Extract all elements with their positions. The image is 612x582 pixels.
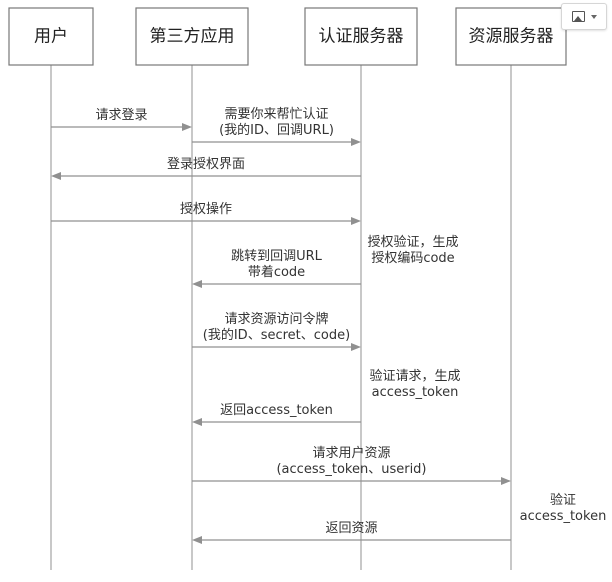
actor-box bbox=[8, 7, 94, 66]
arrowhead-icon bbox=[192, 280, 202, 288]
message-arrow: 授权操作 bbox=[51, 201, 361, 225]
actor-app: 第三方应用 bbox=[135, 7, 249, 66]
actor-user: 用户 bbox=[8, 7, 94, 66]
actor-box bbox=[135, 7, 249, 66]
actor-box bbox=[304, 7, 418, 66]
note-text: 授权编码code bbox=[371, 250, 454, 266]
actor-label: 用户 bbox=[34, 27, 68, 47]
actor-label: 资源服务器 bbox=[469, 27, 554, 47]
message-arrow: 请求登录 bbox=[51, 108, 192, 131]
message-arrow: 需要你来帮忙认证(我的ID、回调URL) bbox=[192, 107, 361, 146]
message-label: 返回access_token bbox=[220, 403, 333, 418]
note-text: access_token bbox=[372, 385, 459, 400]
message-arrow: 返回资源 bbox=[192, 521, 511, 544]
message-label: 请求登录 bbox=[95, 108, 147, 123]
message-label: (access_token、userid) bbox=[276, 462, 426, 477]
note-text: 验证 bbox=[550, 492, 576, 508]
actor-resource: 资源服务器 bbox=[455, 7, 567, 66]
message-label: 授权操作 bbox=[180, 201, 232, 217]
message-label: (我的ID、回调URL) bbox=[219, 122, 334, 138]
message-label: 带着code bbox=[248, 264, 305, 280]
note-text: access_token bbox=[520, 509, 607, 524]
arrowhead-icon bbox=[501, 477, 511, 485]
note-text: 授权验证，生成 bbox=[367, 234, 458, 250]
arrowhead-icon bbox=[182, 123, 192, 131]
note-text: 验证请求，生成 bbox=[369, 368, 460, 384]
actor-label: 第三方应用 bbox=[150, 27, 235, 47]
message-label: 请求用户资源 bbox=[312, 445, 390, 461]
message-label: (我的ID、secret、code) bbox=[203, 327, 350, 343]
actor-label: 认证服务器 bbox=[319, 27, 404, 47]
actor-auth: 认证服务器 bbox=[304, 7, 418, 66]
arrowhead-icon bbox=[351, 138, 361, 146]
message-arrow: 登录授权界面 bbox=[51, 156, 361, 180]
arrowhead-icon bbox=[51, 172, 61, 180]
image-icon bbox=[571, 11, 585, 22]
message-label: 跳转到回调URL bbox=[231, 249, 323, 264]
message-arrow: 请求资源访问令牌(我的ID、secret、code) bbox=[192, 311, 361, 351]
arrowhead-icon bbox=[351, 217, 361, 225]
message-arrow: 请求用户资源(access_token、userid) bbox=[192, 445, 511, 485]
image-options-button[interactable] bbox=[561, 3, 607, 30]
message-label: 请求资源访问令牌 bbox=[224, 311, 328, 327]
chevron-down-icon bbox=[590, 14, 597, 19]
message-label: 返回资源 bbox=[325, 521, 377, 536]
arrowhead-icon bbox=[192, 418, 202, 426]
actor-box bbox=[455, 7, 567, 66]
message-label: 登录授权界面 bbox=[167, 156, 245, 172]
arrowhead-icon bbox=[192, 536, 202, 544]
message-label: 需要你来帮忙认证 bbox=[224, 107, 328, 122]
message-arrow: 返回access_token bbox=[192, 403, 361, 426]
arrowhead-icon bbox=[351, 343, 361, 351]
